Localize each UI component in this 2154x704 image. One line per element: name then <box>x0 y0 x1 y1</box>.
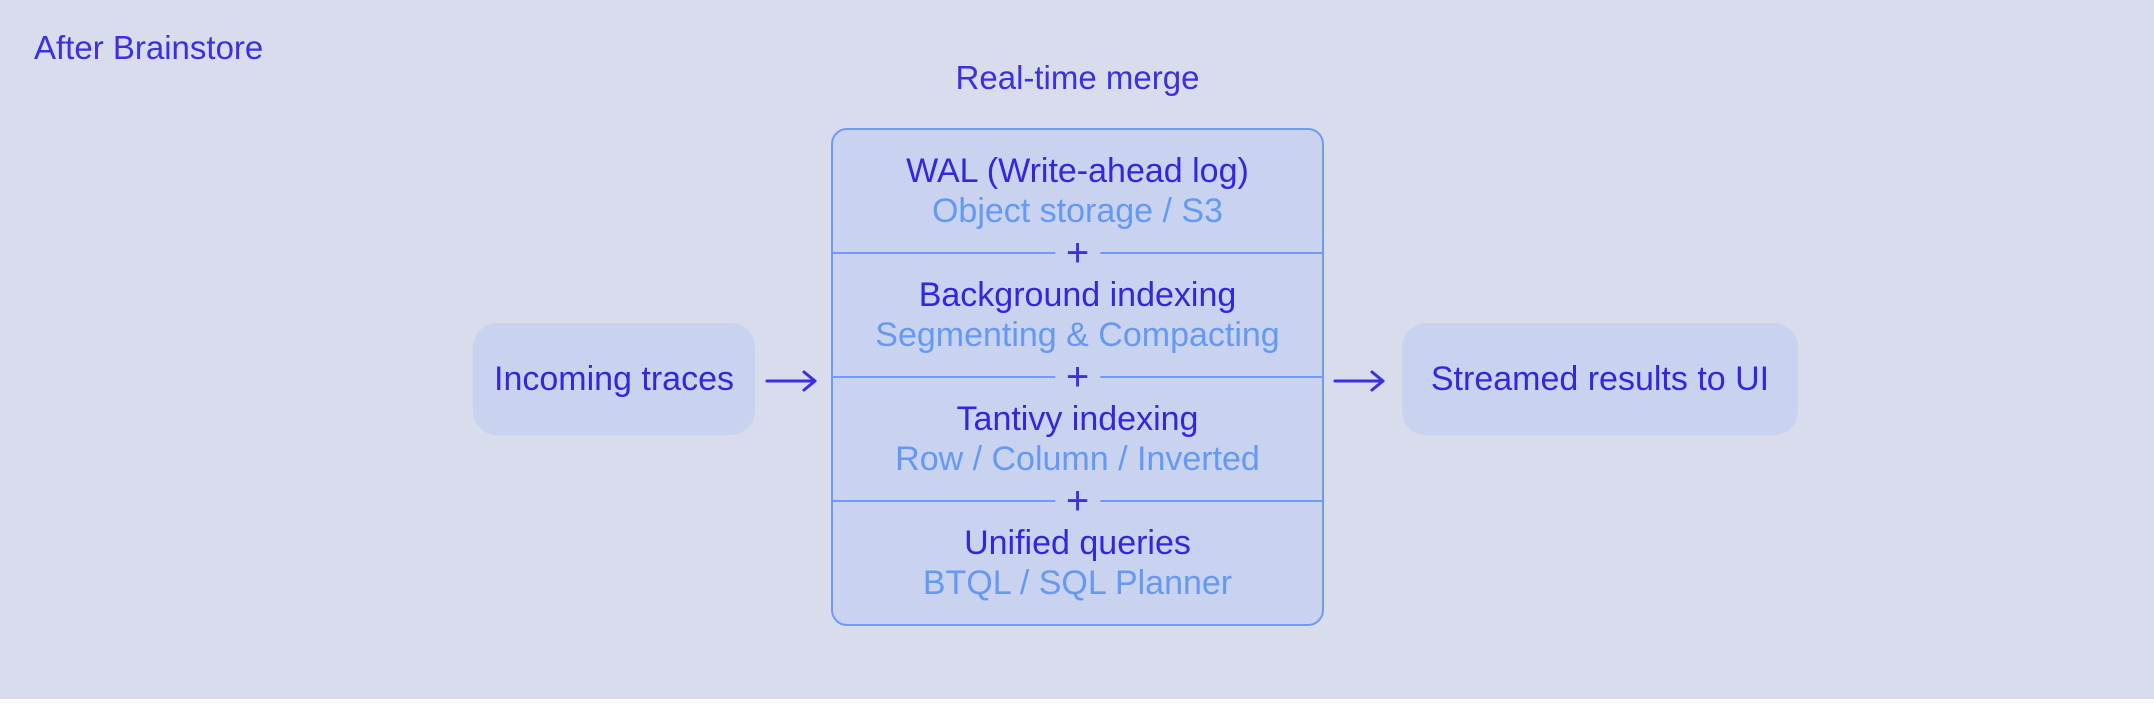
layer-title: Unified queries <box>964 524 1191 562</box>
layer-subtitle: Object storage / S3 <box>931 192 1224 230</box>
input-node: Incoming traces <box>473 323 755 435</box>
merge-stack: WAL (Write-ahead log) Object storage / S… <box>831 128 1324 626</box>
layer-subtitle: Row / Column / Inverted <box>895 440 1260 478</box>
output-node-label: Streamed results to UI <box>1430 359 1770 398</box>
merge-stack-caption: Real-time merge <box>955 59 1200 96</box>
layer-title: Tantivy indexing <box>956 400 1199 438</box>
right-arrow-icon <box>765 368 819 394</box>
layer-title: Background indexing <box>918 276 1237 314</box>
stack-layer-tantivy-indexing: Tantivy indexing Row / Column / Inverted <box>833 378 1322 500</box>
stack-layer-unified-queries: Unified queries BTQL / SQL Planner <box>833 502 1322 624</box>
page-title: After Brainstore <box>34 29 264 66</box>
output-node: Streamed results to UI <box>1402 323 1798 435</box>
right-arrow-icon <box>1333 368 1387 394</box>
plus-divider: + <box>833 233 1322 273</box>
layer-title: WAL (Write-ahead log) <box>906 152 1249 190</box>
layer-subtitle: Segmenting & Compacting <box>875 316 1280 354</box>
plus-divider: + <box>833 481 1322 521</box>
stack-layer-wal: WAL (Write-ahead log) Object storage / S… <box>833 130 1322 252</box>
plus-icon: + <box>1054 481 1101 521</box>
plus-icon: + <box>1054 233 1101 273</box>
plus-divider: + <box>833 357 1322 397</box>
layer-subtitle: BTQL / SQL Planner <box>922 564 1233 602</box>
plus-icon: + <box>1054 357 1101 397</box>
input-node-label: Incoming traces <box>494 359 734 398</box>
stack-layer-background-indexing: Background indexing Segmenting & Compact… <box>833 254 1322 376</box>
bottom-edge-strip <box>0 699 2154 704</box>
